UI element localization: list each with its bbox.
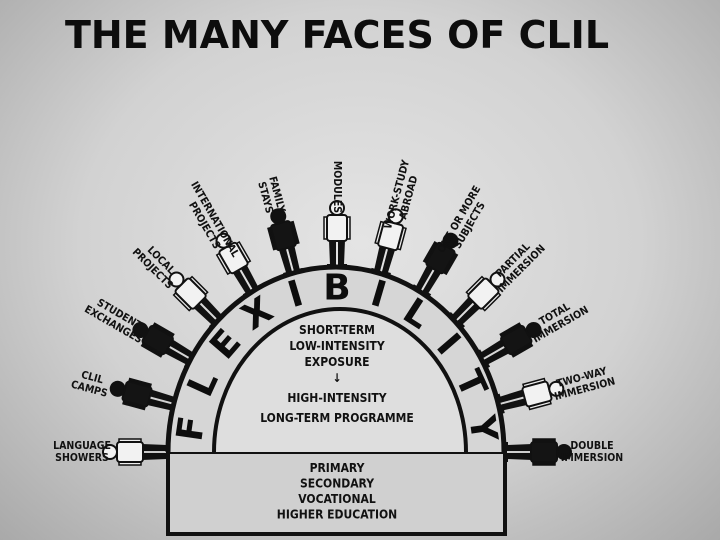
face-label-line: DOUBLE [570,440,613,452]
modules-figure [323,200,351,268]
education-level: HIGHER EDUCATION [277,508,397,522]
inner-arch [212,307,468,453]
student-exchanges-figure [132,322,198,369]
total-immersion-figure [476,322,542,369]
partial-immersion-figure [448,271,506,329]
language-showers-figure [102,438,170,466]
progression-arrow: ↓ [332,371,341,385]
arch-letter: B [323,268,350,309]
inner-bottom-line: LONG-TERM PROGRAMME [260,411,414,425]
education-level: SECONDARY [300,477,374,491]
education-level: PRIMARY [310,461,365,475]
international-projects-figure [215,232,263,298]
base-box [166,450,507,536]
inner-top-line: SHORT-TERM [299,323,375,337]
family-stays-figure [267,208,304,277]
face-label-line: IMMERSION [561,452,623,464]
face-label-line: MODULES [331,161,343,213]
inner-top-line: EXPOSURE [304,355,369,369]
inner-bottom-line: HIGH-INTENSITY [287,391,386,405]
two-way-immersion-figure [495,377,565,415]
face-label-line: LANGUAGE [53,440,111,452]
modules-label: MODULES [331,161,343,213]
work-study-abroad-figure [370,208,407,277]
diagram-title: THE MANY FACES OF CLIL [65,13,609,57]
double-immersion-figure [504,438,572,466]
one-or-more-subjects-figure [411,232,459,298]
local-projects-figure [168,271,226,329]
inner-top-line: LOW-INTENSITY [289,339,384,353]
education-level: VOCATIONAL [298,492,376,506]
inner-arch-text: SHORT-TERM LOW-INTENSITY EXPOSURE ↓ HIGH-INT… [260,323,414,425]
face-label-line: SHOWERS [55,452,109,464]
arch-letter: F [169,414,213,444]
figures-fan [102,200,572,466]
face-label-line: CLIL [80,369,105,386]
clil-camps-figure [109,377,179,415]
